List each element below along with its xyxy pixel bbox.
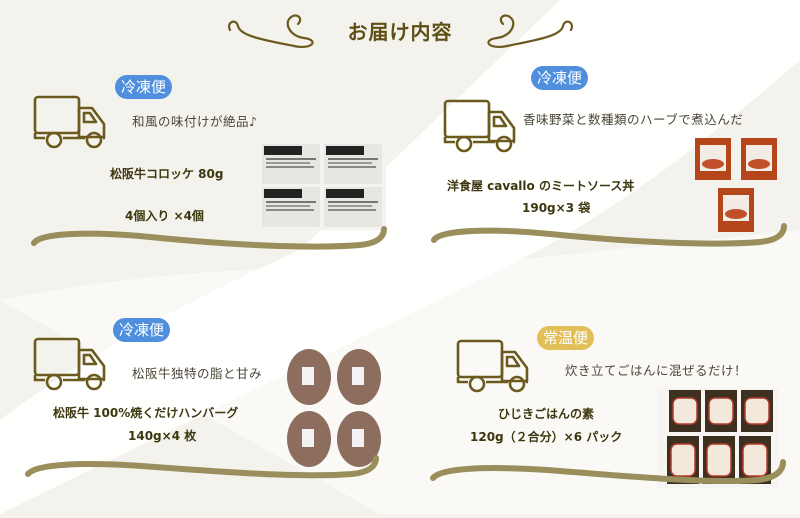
product-quantity: 120g（２合分）×6 パック xyxy=(470,430,623,444)
product-quantity: 4個入り ×4個 xyxy=(125,209,204,223)
product-card-hamburg: 冷凍便 松阪牛独特の脂と甘み 松阪牛 100%焼くだけハンバーグ 140g×4 … xyxy=(20,312,390,512)
truck-icon xyxy=(443,99,516,153)
product-quantity: 190g×3 袋 xyxy=(522,201,591,215)
product-quantity: 140g×4 枚 xyxy=(128,429,197,443)
truck-icon xyxy=(456,339,529,393)
left-flourish-icon xyxy=(228,14,314,48)
hijiki-product-image xyxy=(657,388,779,488)
product-name: 松阪牛 100%焼くだけハンバーグ xyxy=(53,406,239,420)
product-card-korokke: 冷凍便 和風の味付けが絶品♪ 松阪牛コロッケ 80g 4個入り ×4個 xyxy=(20,70,390,270)
product-name: 洋食屋 cavallo のミートソース丼 xyxy=(447,179,635,193)
decorative-swoosh xyxy=(25,455,379,479)
delivery-badge-ambient: 常温便 xyxy=(537,326,595,350)
product-card-hijiki: 常温便 炊き立てごはんに混ぜるだけ！ ひじきごはんの素 120g（２合分）×6 … xyxy=(425,318,800,518)
truck-icon xyxy=(33,337,106,391)
hamburg-product-image xyxy=(287,349,381,467)
decorative-swoosh xyxy=(31,226,387,250)
truck-icon xyxy=(33,95,106,149)
delivery-badge-frozen: 冷凍便 xyxy=(115,75,173,99)
product-name: 松阪牛コロッケ 80g xyxy=(110,167,224,181)
korokke-product-image xyxy=(258,140,386,230)
header: お届け内容 xyxy=(220,4,580,56)
product-card-meat-sauce: 冷凍便 香味野菜と数種類のハーブで煮込んだ 洋食屋 cavallo のミートソー… xyxy=(425,62,800,262)
right-flourish-icon xyxy=(487,14,573,48)
product-tagline: 炊き立てごはんに混ぜるだけ！ xyxy=(565,363,748,378)
meat-sauce-product-image xyxy=(695,138,777,232)
decorative-swoosh xyxy=(431,223,787,247)
delivery-badge-frozen: 冷凍便 xyxy=(531,66,589,90)
product-tagline: 和風の味付けが絶品♪ xyxy=(132,114,258,129)
decorative-swoosh xyxy=(430,459,786,485)
page-title: お届け内容 xyxy=(347,20,453,44)
product-tagline: 松阪牛独特の脂と甘み xyxy=(132,366,263,381)
delivery-badge-frozen: 冷凍便 xyxy=(113,318,171,342)
product-tagline: 香味野菜と数種類のハーブで煮込んだ xyxy=(523,112,744,127)
product-name: ひじきごはんの素 xyxy=(498,407,595,421)
